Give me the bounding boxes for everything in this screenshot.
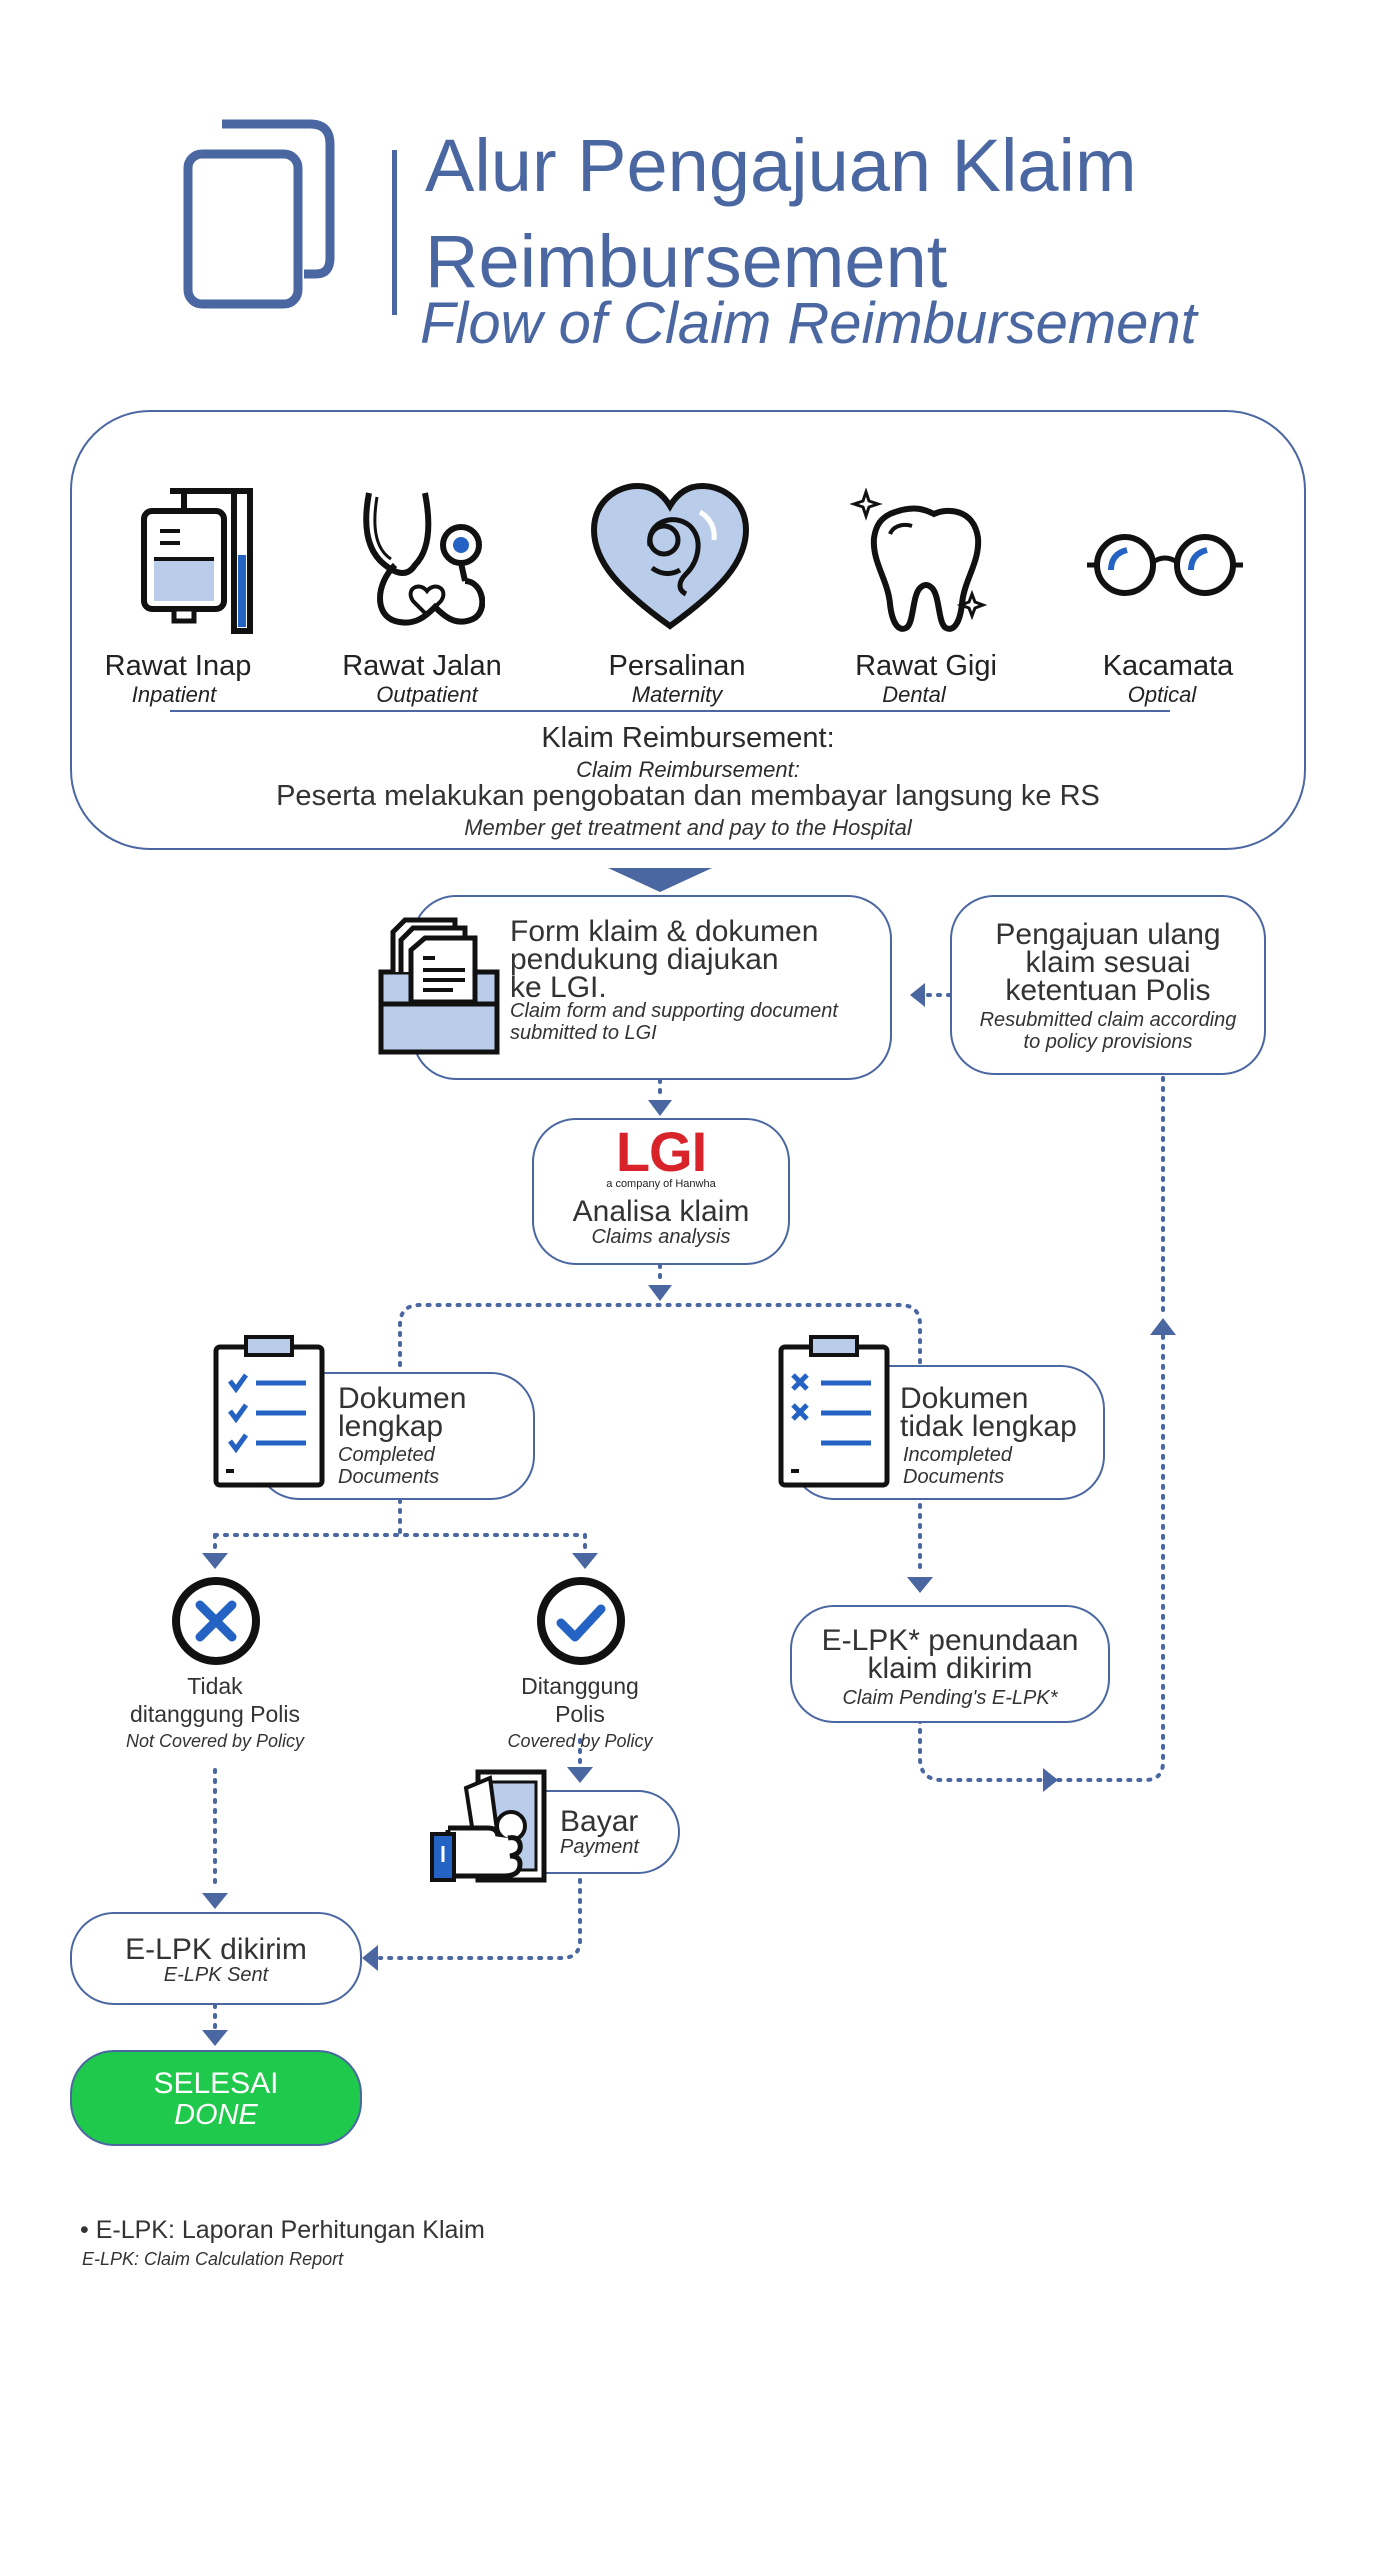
elpk-sent-node: E-LPK dikirim E-LPK Sent [70,1912,362,2005]
lgi-logo-tagline: a company of Hanwha [606,1178,716,1190]
x-circle-icon [172,1577,260,1665]
page-title: Alur Pengajuan Klaim Reimbursement [425,124,1137,303]
iv-drip-icon [141,488,253,634]
copy-icon [183,119,335,309]
category-label-dental: Rawat Gigi [855,650,997,682]
form-text: Form klaim & dokumen pendukung diajukan … [510,915,819,1004]
tooth-icon [850,488,988,632]
reimbursement-title: Klaim Reimbursement: [541,722,835,754]
incomplete-documents-subtext: Incompleted Documents [903,1444,1012,1488]
title-divider [392,150,397,315]
form-subtext: Claim form and supporting document submi… [510,1000,838,1044]
footnote-sub: E-LPK: Claim Calculation Report [82,2249,344,2269]
fetus-heart-icon [590,482,750,630]
not-covered-text: Tidak ditanggung Polis Not Covered by Po… [125,1673,305,1751]
category-label-optical: Kacamata [1102,650,1234,682]
resubmit-node: Pengajuan ulang klaim sesuai ketentuan P… [950,895,1266,1075]
pending-elpk-node: E-LPK* penundaan klaim dikirim Claim Pen… [790,1605,1110,1723]
complete-documents-subtext: Completed Documents [338,1444,440,1488]
reimbursement-desc-en: Member get treatment and pay to the Hosp… [464,815,912,840]
category-sub-optical: Optical [1127,682,1197,707]
glasses-icon [1087,534,1243,596]
document-folder-icon [378,917,500,1055]
money-hand-icon [430,1769,547,1883]
category-label-outpatient: Rawat Jalan [342,650,502,682]
claims-analysis-node: LGI a company of Hanwha Analisa klaim Cl… [532,1118,790,1265]
lgi-logo: LGI [615,1120,707,1183]
footnote: • E-LPK: Laporan Perhitungan Klaim [80,2216,485,2244]
category-sub-outpatient: Outpatient [376,682,478,707]
incomplete-documents-text: Dokumen tidak lengkap [900,1382,1077,1443]
payment-text: Bayar Payment [560,1805,639,1859]
category-label-inpatient: Rawat Inap [104,650,252,682]
reimbursement-desc: Peserta melakukan pengobatan dan membaya… [276,780,1100,812]
claim-type-panel [70,410,1306,850]
category-sub-dental: Dental [882,682,946,707]
page-subtitle: Flow of Claim Reimbursement [420,291,1197,356]
checklist-icon [213,1335,325,1488]
stethoscope-icon [363,492,485,626]
category-divider [170,710,1170,712]
category-sub-inpatient: Inpatient [131,682,217,707]
category-sub-maternity: Maternity [631,682,723,707]
complete-documents-text: Dokumen lengkap [338,1382,467,1443]
covered-text: Ditanggung Polis Covered by Policy [507,1673,653,1751]
done-node: SELESAI DONE [70,2050,362,2146]
analysis-sublabel: Claims analysis [591,1226,731,1248]
analysis-label: Analisa klaim [572,1195,750,1228]
category-label-maternity: Persalinan [608,650,746,682]
check-circle-icon [537,1577,625,1665]
reimbursement-title-en: Claim Reimbursement: [576,757,800,782]
x-checklist-icon [778,1335,890,1488]
